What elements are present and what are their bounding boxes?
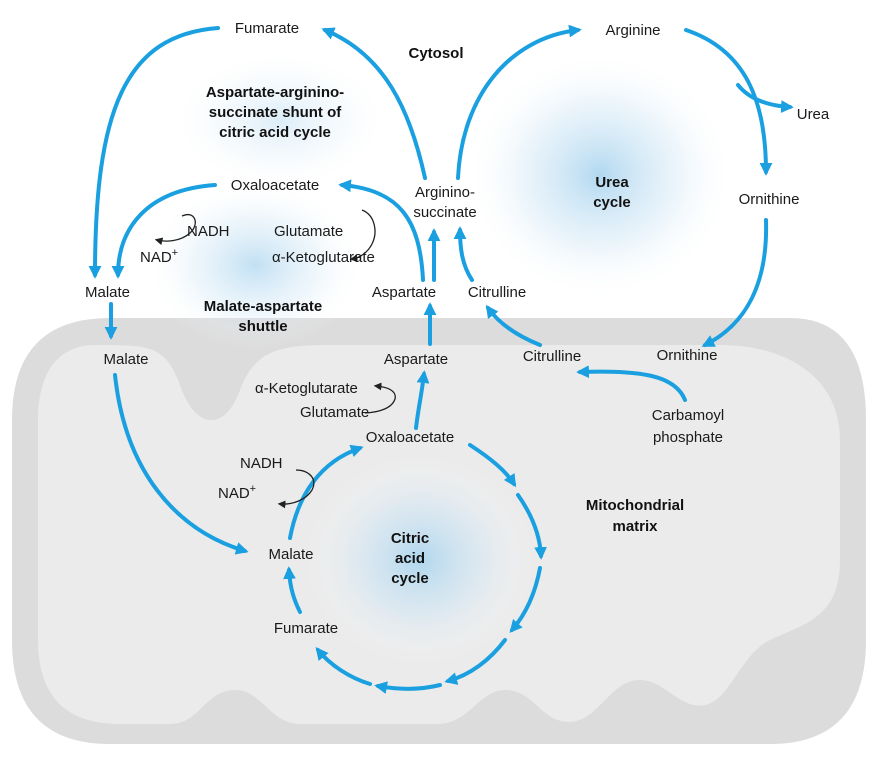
shunt-label-line1: Aspartate-argininо- [206, 84, 344, 101]
argininosuccinate-line1: Arginino- [415, 184, 475, 201]
alpha-ketoglutarate-mitochondrial: α-Ketoglutarate [255, 380, 358, 397]
ornithine-mitochondrial: Ornithine [657, 347, 718, 364]
fumarate-cytosol: Fumarate [235, 20, 299, 37]
arrow-arginine-to-ornithine [684, 28, 773, 176]
cac-arrow-4 [444, 638, 507, 685]
shuttle-glow [145, 180, 365, 350]
oxaloacetate-cytosol: Oxaloacetate [231, 177, 319, 194]
aspartate-cytosol: Aspartate [372, 284, 436, 301]
cac-arrow-8 [288, 444, 364, 540]
arginine-label: Arginine [605, 22, 660, 39]
mitochondrial-matrix-line2: matrix [612, 518, 658, 535]
urea-cycle-line1: Urea [595, 174, 629, 191]
cycle-glows [145, 50, 735, 665]
cac-arrow-1 [468, 443, 517, 488]
cac-arrow-5 [374, 681, 442, 694]
cytosol-label: Cytosol [408, 45, 463, 62]
shunt-label-line3: citric acid cycle [219, 124, 331, 141]
arrow-argininosuccinate-to-fumarate [321, 27, 427, 180]
arrow-citrulline-transport [485, 304, 542, 347]
glutamate-cytosol: Glutamate [274, 223, 343, 240]
cac-arrow-6 [315, 647, 372, 686]
nadh-mitochondrial: NADH [240, 455, 283, 472]
cac-arrow-3 [509, 566, 542, 633]
cofactor-arrows [154, 209, 396, 509]
citric-acid-cycle-line1: Citric [391, 530, 429, 547]
arrow-oxaloacetate-to-malate [111, 183, 217, 279]
glutamate-mitochondrial: Glutamate [300, 404, 369, 421]
arrow-fumarate-to-malate [88, 26, 220, 279]
aspartate-mitochondrial: Aspartate [384, 351, 448, 368]
arrow-urea-branch [736, 83, 794, 113]
arrow-argininosuccinate-to-arginine [456, 24, 582, 180]
carbamoyl-phosphate-line1: Carbamoyl [652, 407, 725, 424]
pathway-arrows [88, 24, 794, 694]
arrow-malate-to-cac [113, 373, 249, 555]
arrow-citrulline-to-argininosuccinate [453, 226, 474, 282]
arrow-glutamate-to-akg-cyto [349, 209, 376, 263]
malate-citric-acid-cycle: Malate [268, 546, 313, 563]
arrow-glutamate-to-akg-mito [364, 382, 396, 414]
arrow-aspartate-to-oxaloacetate [338, 179, 425, 282]
malate-aspartate-shuttle-line1: Malate-aspartate [204, 298, 322, 315]
shunt-label-line2: succinate shunt of [209, 104, 343, 121]
arrow-nadh-to-nad-cyto [154, 213, 196, 246]
urea-cycle-glow [465, 50, 735, 300]
carbamoyl-phosphate-line2: phosphate [653, 429, 723, 446]
arrow-nadh-to-nad-mito [277, 469, 315, 509]
citric-acid-cycle-glow [305, 455, 535, 665]
citrulline-mitochondrial: Citrulline [523, 348, 581, 365]
cac-arrow-7 [283, 566, 302, 614]
cac-arrow-2 [516, 493, 547, 560]
malate-mitochondrial: Malate [103, 351, 148, 368]
urea-cycle-line2: cycle [593, 194, 631, 211]
arrow-carbamoyl-to-citrulline [576, 365, 687, 402]
arrow-oxaloacetate-to-aspartate [414, 370, 430, 430]
urea-label: Urea [797, 106, 830, 123]
nadh-cytosol: NADH [187, 223, 230, 240]
labels: Cytosol Aspartate-argininо- succinate sh… [85, 20, 830, 637]
citrulline-cytosol: Citrulline [468, 284, 526, 301]
argininosuccinate-line2: succinate [413, 204, 476, 221]
citric-acid-cycle-line2: acid [395, 550, 425, 567]
arrow-ornithine-transport [701, 218, 769, 347]
fumarate-citric-acid-cycle: Fumarate [274, 620, 338, 637]
malate-aspartate-shuttle-line2: shuttle [238, 318, 287, 335]
malate-cytosol: Malate [85, 284, 130, 301]
nad-mitochondrial: NAD+ [218, 483, 256, 502]
mitochondrial-matrix-line1: Mitochondrial [586, 497, 684, 514]
oxaloacetate-mitochondrial: Oxaloacetate [366, 429, 454, 446]
shunt-glow [170, 50, 390, 190]
citric-acid-cycle-line3: cycle [391, 570, 429, 587]
alpha-ketoglutarate-cytosol: α-Ketoglutarate [272, 249, 375, 266]
ornithine-cytosol: Ornithine [739, 191, 800, 208]
nad-cytosol: NAD+ [140, 247, 178, 266]
